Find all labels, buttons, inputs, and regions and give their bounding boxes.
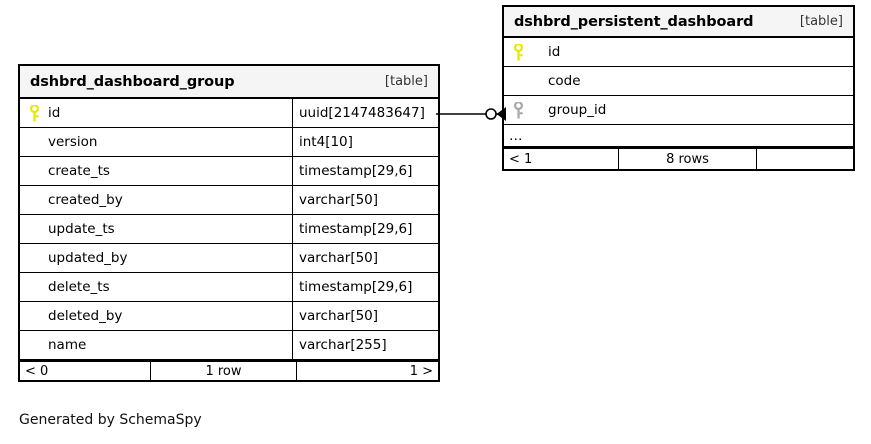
column-row[interactable]: update_ts timestamp[29,6] — [20, 215, 438, 244]
column-name: id — [48, 105, 61, 121]
column-name-cell: id — [20, 99, 292, 127]
column-row[interactable]: version int4[10] — [20, 128, 438, 157]
column-name: id — [548, 44, 561, 60]
entity-kind-label: [table] — [799, 14, 843, 29]
parent-count[interactable]: < 1 — [509, 151, 533, 167]
column-name-cell: code — [504, 67, 853, 95]
column-row[interactable]: delete_ts timestamp[29,6] — [20, 273, 438, 302]
primary-key-icon — [24, 104, 44, 122]
entity-dshbrd-persistent-dashboard[interactable]: dshbrd_persistent_dashboard [table] id c… — [502, 5, 855, 171]
relationship-connector-id-to-group-id[interactable] — [436, 98, 506, 130]
column-name: create_ts — [48, 163, 110, 179]
entity-header: dshbrd_persistent_dashboard [table] — [504, 7, 853, 38]
foreign-key-icon — [508, 101, 528, 119]
entity-title: dshbrd_dashboard_group — [30, 73, 235, 90]
column-name-cell: update_ts — [20, 215, 292, 243]
column-row[interactable]: id uuid[2147483647] — [20, 99, 438, 128]
column-row[interactable]: group_id — [504, 96, 853, 125]
column-type: int4[10] — [292, 128, 438, 156]
column-name: name — [48, 337, 87, 353]
column-name: group_id — [548, 102, 607, 118]
column-name: delete_ts — [48, 279, 110, 295]
entity-dshbrd-dashboard-group[interactable]: dshbrd_dashboard_group [table] id uuid[2… — [18, 64, 440, 382]
entity-kind-label: [table] — [384, 74, 428, 89]
column-row[interactable]: code — [504, 67, 853, 96]
column-type: varchar[255] — [292, 331, 438, 359]
row-count: 1 row — [150, 362, 296, 380]
column-name-cell: name — [20, 331, 292, 359]
entity-title: dshbrd_persistent_dashboard — [514, 13, 754, 30]
column-name: created_by — [48, 192, 123, 208]
entity-footer: < 0 1 row 1 > — [20, 360, 438, 380]
entity-header: dshbrd_dashboard_group [table] — [20, 66, 438, 99]
column-name: update_ts — [48, 221, 115, 237]
column-name-cell: version — [20, 128, 292, 156]
column-type: varchar[50] — [292, 186, 438, 214]
column-name-cell: create_ts — [20, 157, 292, 185]
column-name: code — [548, 73, 581, 89]
column-type: varchar[50] — [292, 302, 438, 330]
column-row[interactable]: updated_by varchar[50] — [20, 244, 438, 273]
column-row[interactable]: deleted_by varchar[50] — [20, 302, 438, 331]
cardinality-zero-circle — [485, 108, 497, 120]
column-name-cell: updated_by — [20, 244, 292, 272]
column-row[interactable]: name varchar[255] — [20, 331, 438, 360]
column-row[interactable]: id — [504, 38, 853, 67]
column-name: version — [48, 134, 98, 150]
row-count: 8 rows — [618, 149, 756, 169]
column-name: deleted_by — [48, 308, 123, 324]
primary-key-icon — [508, 43, 528, 61]
entity-footer: < 1 8 rows — [504, 147, 853, 169]
column-name: updated_by — [48, 250, 128, 266]
column-name-cell: id — [504, 38, 853, 66]
column-row[interactable]: create_ts timestamp[29,6] — [20, 157, 438, 186]
column-row[interactable]: created_by varchar[50] — [20, 186, 438, 215]
column-type: varchar[50] — [292, 244, 438, 272]
column-type: uuid[2147483647] — [292, 99, 438, 127]
more-columns-indicator[interactable]: … — [504, 125, 853, 147]
generated-by-caption: Generated by SchemaSpy — [19, 412, 202, 428]
column-name-cell: group_id — [504, 96, 853, 124]
column-name-cell: deleted_by — [20, 302, 292, 330]
column-type: timestamp[29,6] — [292, 273, 438, 301]
column-name-cell: delete_ts — [20, 273, 292, 301]
parent-count[interactable]: < 0 — [25, 363, 49, 379]
column-type: timestamp[29,6] — [292, 215, 438, 243]
column-name-cell: created_by — [20, 186, 292, 214]
column-type: timestamp[29,6] — [292, 157, 438, 185]
child-count[interactable]: 1 > — [296, 362, 438, 380]
child-count[interactable] — [756, 149, 853, 169]
